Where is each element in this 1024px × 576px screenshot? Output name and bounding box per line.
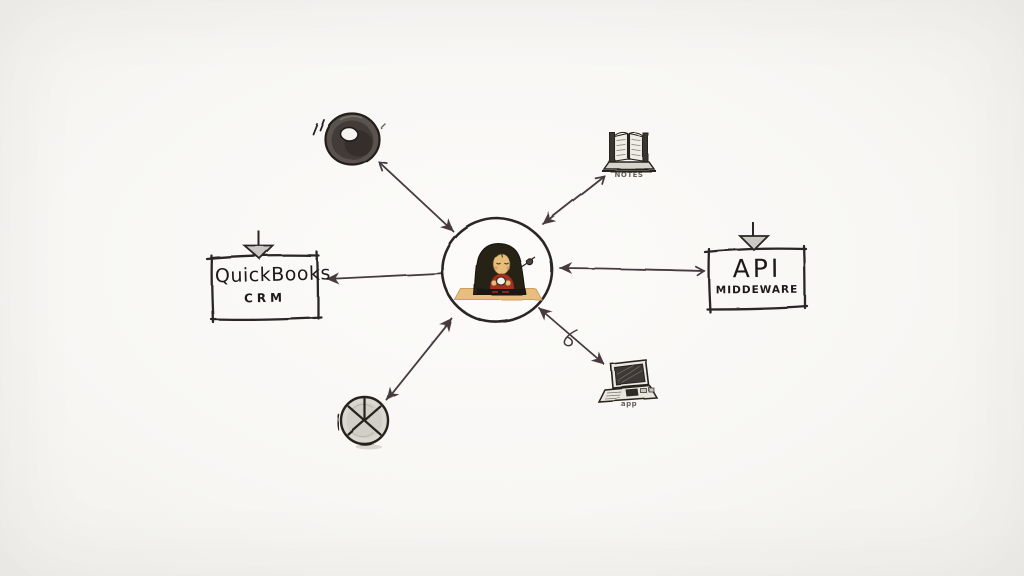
quickbooks-sublabel: CRM (243, 290, 287, 306)
book-caption: NOTES (614, 171, 644, 179)
arrow-center-to-laptop (538, 307, 605, 365)
laptop-caption: app (620, 400, 638, 408)
tick-mark (337, 414, 340, 431)
funnel-arrow-api (737, 222, 771, 252)
api-sublabel: MIDDEWARE (715, 283, 799, 297)
motion-marks (312, 119, 325, 135)
arrow-center-to-reel (377, 160, 454, 232)
quickbooks-label: QuickBooks (214, 262, 332, 288)
arrow-center-to-wheel (386, 318, 453, 401)
segmented-wheel-icon (337, 396, 390, 450)
arrow-center-to-quickbooks (326, 272, 448, 285)
open-book-icon (602, 132, 656, 172)
arrow-api-to-center (559, 261, 706, 277)
person-at-laptop-icon (454, 242, 543, 301)
api-label: API (732, 253, 782, 284)
funnel-arrow-quickbooks (242, 231, 276, 261)
film-reel-icon (312, 112, 386, 166)
laptop-icon (597, 359, 659, 403)
ribbon-loop-decoration (563, 329, 578, 347)
arrow-book-to-center (542, 174, 606, 225)
